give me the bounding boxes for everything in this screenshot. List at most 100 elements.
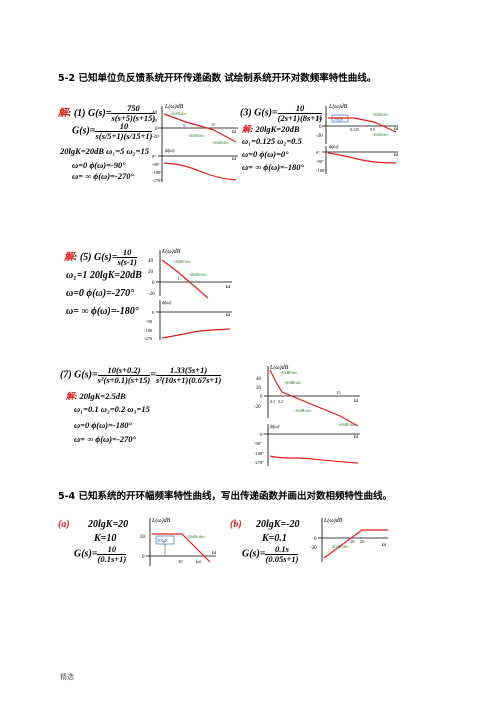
svg-text:-20dB/dec: -20dB/dec [372, 112, 389, 117]
svg-text:-60dB/dec: -60dB/dec [212, 140, 229, 145]
svg-text:0°: 0° [152, 154, 156, 159]
svg-text:-20dB/dec: -20dB/dec [170, 111, 187, 116]
svg-text:-20dB/dec: -20dB/dec [186, 534, 205, 539]
solution-label: 解 [58, 108, 68, 119]
problem-5-phase-low: ω=0 ϕ(ω)=-270° [66, 288, 135, 299]
svg-text:5: 5 [183, 123, 185, 128]
svg-text:-40dB/dec: -40dB/dec [188, 133, 205, 138]
svg-text:ω: ω [382, 542, 386, 548]
problem-3-equation: (3) G(s)=10(2s+1)(8s+1) [240, 103, 323, 123]
svg-text:ϕ(ω): ϕ(ω) [162, 301, 172, 306]
svg-text:0: 0 [142, 555, 145, 560]
svg-text:40: 40 [148, 259, 154, 264]
problem-5-phase-high: ω= ∞ ϕ(ω)=-180° [66, 306, 139, 317]
problem-7-phase-low: ω=0 ϕ(ω)=-180° [74, 420, 132, 430]
svg-text:20lgK: 20lgK [333, 117, 343, 122]
svg-text:0: 0 [314, 537, 317, 542]
problem-1-phase-high: ω= ∞ ϕ(ω)=-270° [72, 171, 134, 181]
svg-text:-180°: -180° [152, 170, 162, 175]
footer-label: 精选 [60, 673, 74, 681]
svg-text:0°: 0° [260, 432, 264, 437]
svg-text:40: 40 [152, 111, 158, 116]
svg-text:-20: -20 [316, 134, 323, 139]
svg-text:-20: -20 [148, 292, 155, 297]
part-a-K: K=10 [94, 533, 117, 544]
svg-text:1: 1 [177, 276, 179, 281]
problem-3-params: 解: 20lgK=20dB [242, 124, 300, 134]
svg-text:20lgK: 20lgK [157, 538, 169, 543]
svg-text:ω: ω [394, 152, 398, 158]
svg-text:-90: -90 [146, 319, 153, 324]
svg-text:20: 20 [148, 270, 154, 275]
part-b-transfer: G(s)=0.1s(0.05s+1) [242, 544, 299, 564]
problem-7-gain: 解: 20lgK=2.5dB [66, 391, 126, 401]
svg-text:L(ω)dB: L(ω)dB [269, 364, 289, 371]
svg-text:-40dB/dec: -40dB/dec [280, 370, 298, 375]
svg-text:-20dB/dec: -20dB/dec [172, 259, 191, 264]
svg-text:-40dB/dec: -40dB/dec [188, 272, 207, 277]
part-b-tag: (b) [230, 519, 242, 530]
svg-text:ω: ω [394, 126, 398, 132]
svg-text:0: 0 [319, 125, 322, 130]
magnitude-curve [163, 113, 237, 143]
svg-text:0.5: 0.5 [370, 127, 375, 132]
svg-text:20: 20 [152, 119, 158, 124]
svg-text:-180°: -180° [254, 451, 264, 456]
phase-curve [327, 152, 397, 164]
svg-text:-180: -180 [144, 328, 153, 333]
svg-text:15: 15 [336, 390, 341, 395]
problem-3-break-freqs: ω₁=0.125 ω₂=0.5 [242, 136, 302, 146]
bode-plot-1: L(ω)dB 40 20 0 -20 -20dB/dec -40dB/dec -… [152, 103, 238, 183]
svg-text:ϕ(ω): ϕ(ω) [329, 145, 339, 150]
bode-plot-3: L(ω)dB 20 0 -20 20lgK -20dB/dec -40dB/de… [316, 103, 398, 174]
problem-7-break-freqs: ω₁=0.1 ω₂=0.2 ω₃=15 [74, 404, 150, 414]
bode-plot-a: L(ω)dB 20 0 20lgK -20dB/dec 10 ωc ω [140, 517, 216, 566]
svg-text:0.1: 0.1 [270, 399, 275, 404]
svg-text:ϕ(ω): ϕ(ω) [165, 149, 175, 154]
svg-text:0: 0 [152, 310, 155, 315]
svg-text:20: 20 [140, 535, 146, 540]
part-b-gain: 20lgK=-20 [256, 519, 300, 530]
svg-text:20: 20 [256, 386, 262, 391]
svg-text:-60dB/dec: -60dB/dec [284, 380, 302, 385]
part-a-tag: (a) [58, 519, 70, 530]
svg-text:0.2: 0.2 [278, 399, 283, 404]
problem-7-equation: (7) G(s)=10(s+0.2)s²(s+0.1)(s+15)=1.33(5… [60, 365, 222, 385]
problem-3-phase-low: ω=0 ϕ(ω)=0° [242, 149, 289, 159]
magnitude-curve [152, 533, 211, 563]
bode-plot-7: L(ω)dB 40 20 0 -20 -40dB/dec -60dB/dec -… [254, 364, 360, 466]
svg-text:ϕ(ω): ϕ(ω) [270, 425, 280, 430]
section-heading-5-2: 5-2 已知单位负反馈系统开环传递函数 试绘制系统开环对数频率特性曲线。 [58, 73, 377, 84]
svg-text:-90°: -90° [316, 159, 324, 164]
problem-1-params: 20lgK=20dB ω₁=5 ω₂=15 [60, 146, 149, 156]
svg-text:ω: ω [212, 550, 216, 556]
svg-text:10: 10 [178, 559, 183, 564]
svg-text:ω: ω [232, 129, 236, 135]
svg-text:ω: ω [354, 434, 358, 440]
magnitude-curve [161, 259, 209, 299]
svg-text:0: 0 [260, 395, 263, 400]
svg-text:15: 15 [211, 122, 215, 127]
svg-text:0: 0 [152, 281, 155, 286]
svg-text:0°: 0° [316, 150, 320, 155]
svg-text:20: 20 [360, 539, 365, 544]
svg-text:-20: -20 [254, 405, 261, 410]
magnitude-curve [323, 529, 388, 559]
magnitude-curve [269, 369, 359, 427]
bode-plot-b: L(ω)dB 0 -20 20dB/dec 10 20 ω [310, 517, 388, 562]
svg-text:-40dB/dec: -40dB/dec [294, 408, 312, 413]
svg-text:-270°: -270° [254, 460, 264, 465]
part-a-transfer: G(s)=10(0.1s+1) [74, 544, 127, 564]
svg-text:0.125: 0.125 [350, 127, 359, 132]
bode-plot-5: L(ω)dB 40 20 0 -20 -20dB/dec -40dB/dec 1… [144, 248, 232, 341]
problem-7-phase-high: ω= ∞ ϕ(ω)=-270° [74, 434, 136, 444]
svg-text:10: 10 [350, 539, 355, 544]
svg-text:-270: -270 [144, 336, 153, 341]
svg-text:20dB/dec: 20dB/dec [332, 544, 349, 549]
phase-curve [161, 328, 231, 339]
svg-text:-90°: -90° [254, 441, 262, 446]
problem-5-params: ω₁=1 20lgK=20dB [66, 270, 142, 281]
